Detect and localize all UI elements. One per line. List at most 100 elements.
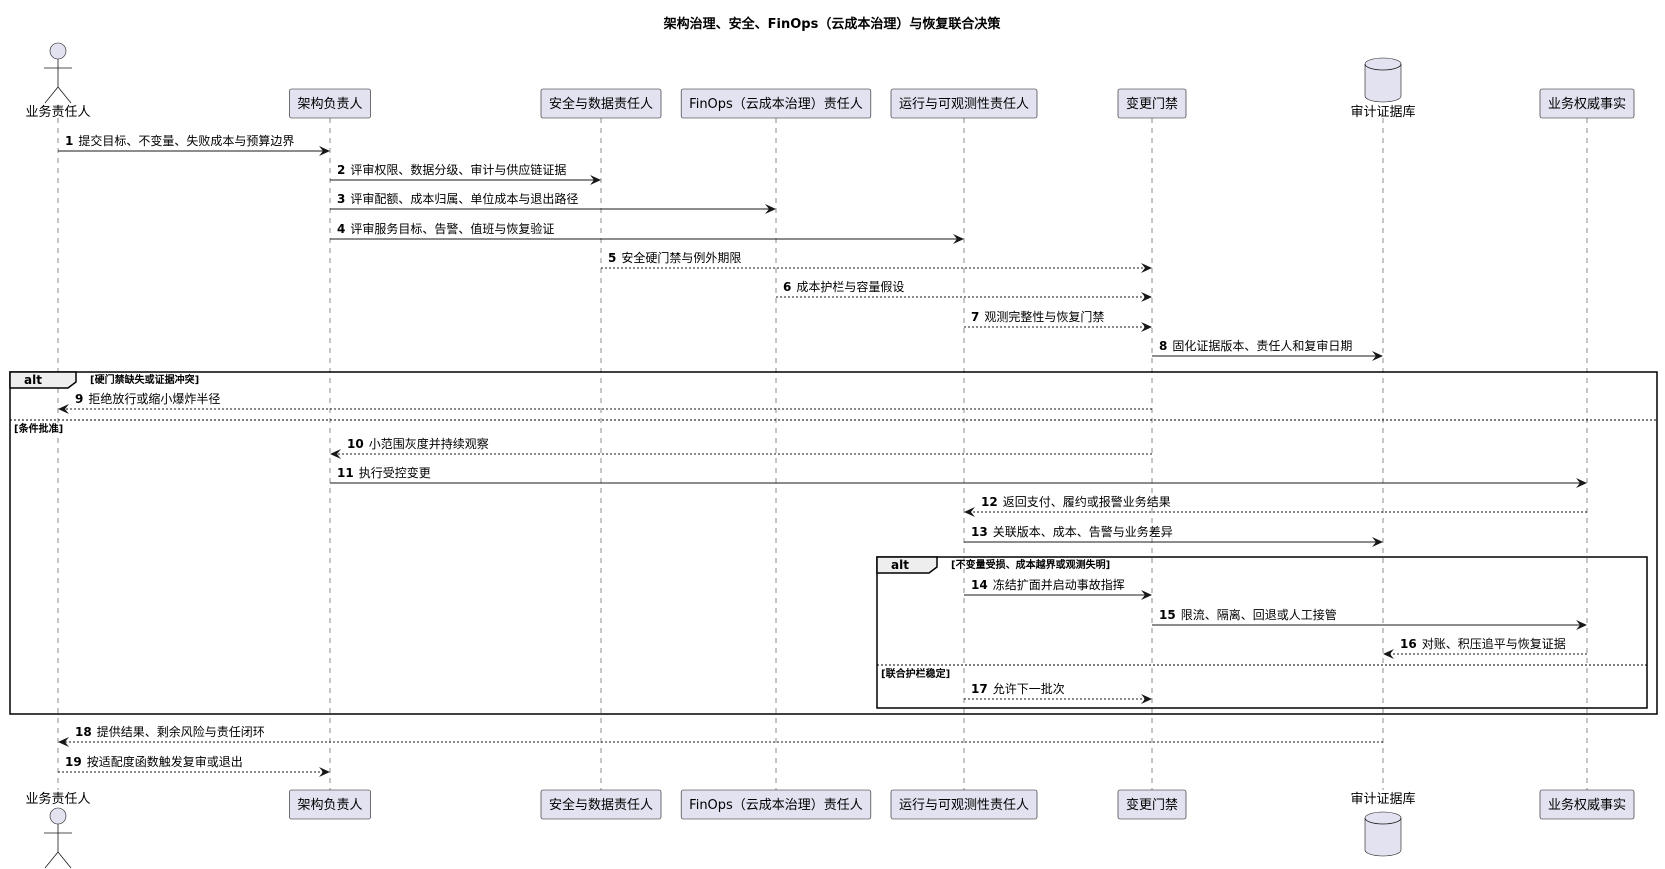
participant-label: 审计证据库 [1350, 791, 1415, 807]
participant-label: 业务责任人 [25, 104, 90, 120]
participant-4: 运行与可观测性责任人 [890, 88, 1038, 119]
fragment-guard: [联合护栏稳定] [881, 667, 950, 680]
message-label: 按适配度函数触发复审或退出 [87, 754, 243, 769]
fragment-tab [876, 556, 938, 574]
fragment-frame [9, 371, 1658, 715]
participant-label: 架构负责人 [297, 798, 362, 813]
message-arrowhead [1141, 322, 1152, 332]
participant-label: FinOps（云成本治理）责任人 [689, 97, 863, 112]
message-arrowhead [1576, 620, 1587, 630]
message-label: 拒绝放行或缩小爆炸半径 [88, 391, 220, 406]
database-6: 审计证据库 [1350, 57, 1416, 120]
message-number: 19 [65, 755, 82, 769]
fragment-alt: alt [硬门禁缺失或证据冲突] [条件批准] [9, 371, 1658, 715]
message-label: 允许下一批次 [993, 681, 1065, 696]
message-arrowhead [319, 146, 330, 156]
participant-box [1539, 789, 1635, 820]
message-arrowhead [953, 234, 964, 244]
participant-1: 架构负责人 [289, 88, 371, 119]
message-2: 2 评审权限、数据分级、审计与供应链证据 [330, 162, 601, 185]
message-arrowhead [330, 449, 341, 459]
participant-label: 运行与可观测性责任人 [899, 97, 1029, 112]
participant-2: 安全与数据责任人 [540, 88, 662, 119]
message-number: 12 [981, 495, 998, 509]
participant-box [540, 88, 662, 119]
participant-label: FinOps（云成本治理）责任人 [689, 798, 863, 813]
message-number: 7 [971, 310, 979, 324]
message-number: 2 [337, 163, 345, 177]
participant-3: FinOps（云成本治理）责任人 [680, 789, 872, 820]
message-arrowhead [1383, 649, 1394, 659]
participant-label: 安全与数据责任人 [549, 797, 653, 813]
participant-box [1117, 789, 1187, 820]
fragment-guard: [条件批准] [14, 422, 63, 435]
message-arrowhead [1576, 478, 1587, 488]
participant-box [1539, 88, 1635, 119]
message-19: 19 按适配度函数触发复审或退出 [58, 754, 330, 777]
fragment-keyword: alt [891, 558, 909, 572]
fragment-guard: [不变量受损、成本越界或观测失明] [951, 558, 1110, 571]
message-label: 提供结果、剩余风险与责任闭环 [97, 724, 265, 739]
participant-label: 变更门禁 [1126, 96, 1178, 112]
message-arrowhead [319, 767, 330, 777]
message-label: 评审服务目标、告警、值班与恢复验证 [350, 221, 554, 236]
participant-5: 变更门禁 [1117, 88, 1187, 119]
message-number: 9 [75, 392, 83, 406]
message-12: 12 返回支付、履约或报警业务结果 [964, 494, 1587, 517]
message-label: 提交目标、不变量、失败成本与预算边界 [78, 133, 294, 148]
actor-head [49, 807, 67, 825]
message-number: 17 [971, 682, 988, 696]
message-label: 对账、积压追平与恢复证据 [1422, 636, 1566, 651]
fragment-guard: [硬门禁缺失或证据冲突] [90, 373, 199, 386]
diagram-title: 架构治理、安全、FinOps（云成本治理）与恢复联合决策 [663, 16, 1002, 32]
fragment-keyword: alt [24, 373, 42, 387]
message-label: 成本护栏与容量假设 [796, 279, 904, 294]
message-arrowhead [58, 737, 69, 747]
message-label: 冻结扩面并启动事故指挥 [993, 577, 1125, 592]
message-number: 6 [783, 280, 791, 294]
message-number: 4 [337, 222, 345, 236]
participant-label: 业务权威事实 [1548, 96, 1626, 112]
message-arrowhead [1141, 590, 1152, 600]
message-9: 9 拒绝放行或缩小爆炸半径 [58, 391, 1152, 414]
participant-label: 安全与数据责任人 [549, 96, 653, 112]
message-number: 1 [65, 134, 73, 148]
database-rim [1364, 63, 1402, 71]
participant-box [890, 789, 1038, 820]
participant-box [289, 789, 371, 820]
message-number: 11 [337, 466, 354, 480]
database-rim [1364, 817, 1402, 825]
participant-7: 业务权威事实 [1539, 789, 1635, 820]
fragment-alt: alt [不变量受损、成本越界或观测失明] [联合护栏稳定] [876, 556, 1648, 709]
actor-body [44, 59, 72, 104]
message-arrowhead [1141, 694, 1152, 704]
participant-box [890, 88, 1038, 119]
actor-head [49, 42, 67, 60]
message-4: 4 评审服务目标、告警、值班与恢复验证 [330, 221, 964, 244]
database-6: 审计证据库 [1350, 791, 1416, 857]
participant-1: 架构负责人 [289, 789, 371, 820]
participant-label: 业务权威事实 [1548, 797, 1626, 813]
lifelines [57, 118, 1588, 790]
message-number: 14 [971, 578, 988, 592]
message-label: 返回支付、履约或报警业务结果 [1003, 494, 1171, 509]
message-label: 限流、隔离、回退或人工接管 [1181, 607, 1337, 622]
participant-box [680, 789, 872, 820]
message-label: 评审权限、数据分级、审计与供应链证据 [350, 162, 566, 177]
message-17: 17 允许下一批次 [964, 681, 1152, 704]
message-number: 18 [75, 725, 92, 739]
fragments: alt [硬门禁缺失或证据冲突] [条件批准] alt [不变量受损、成本越界或观测失明… [9, 371, 1658, 715]
message-arrowhead [1141, 263, 1152, 273]
participant-5: 变更门禁 [1117, 789, 1187, 820]
message-number: 5 [608, 251, 616, 265]
actor-body [44, 824, 72, 869]
